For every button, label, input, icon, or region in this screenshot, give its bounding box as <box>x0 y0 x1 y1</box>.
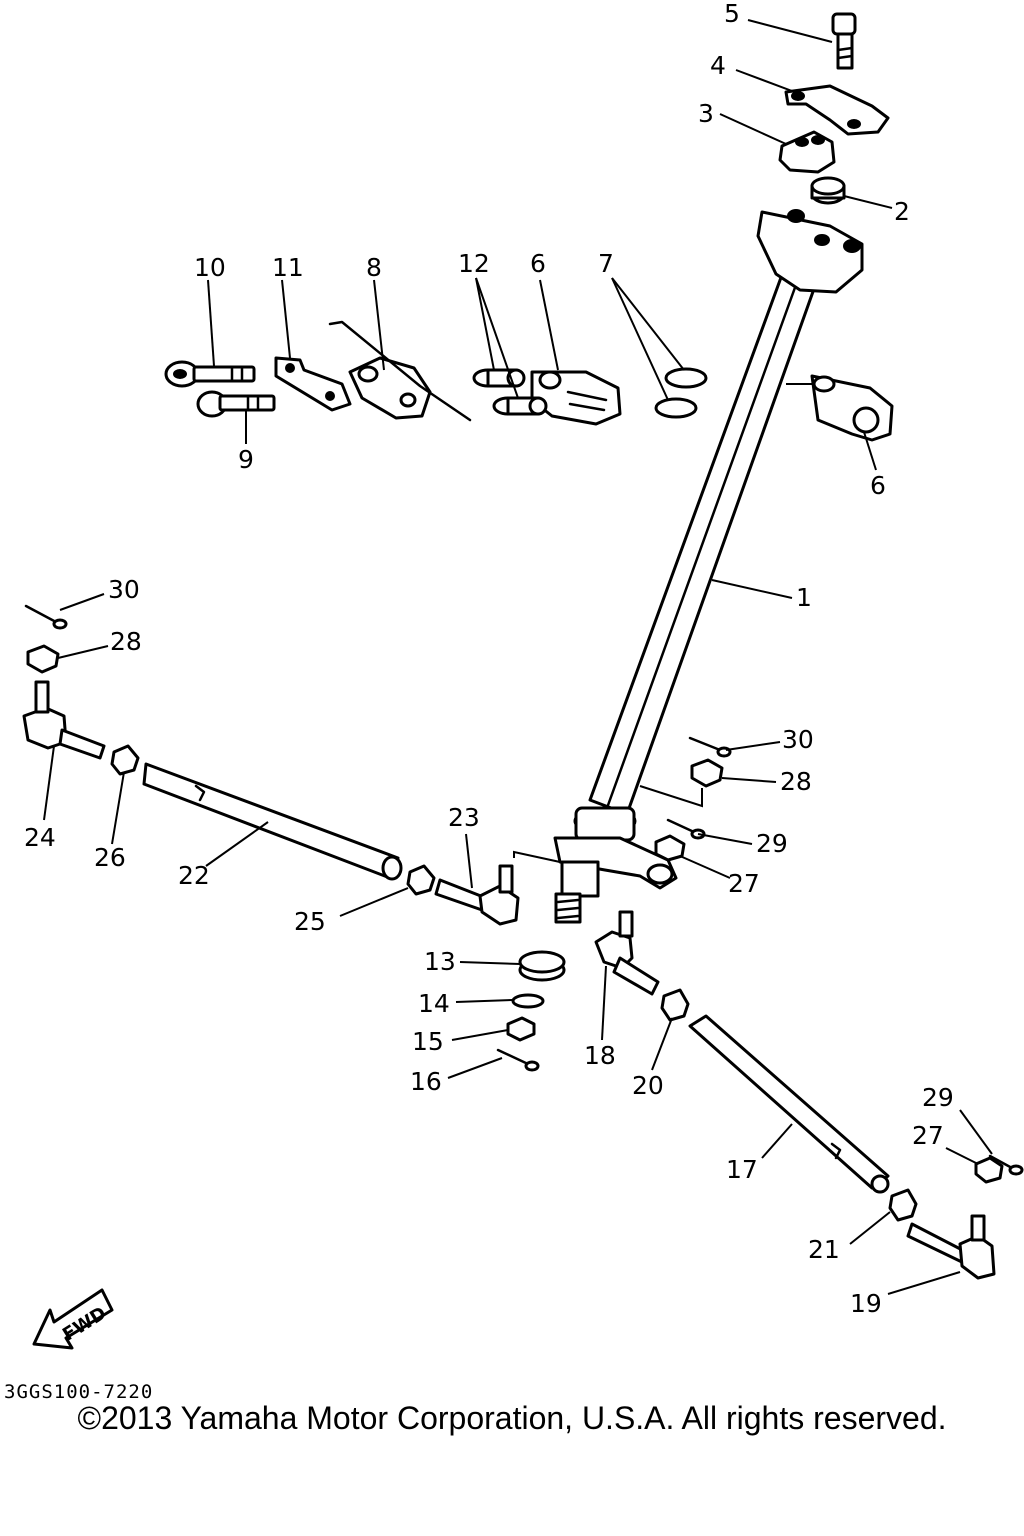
part-4-plate <box>784 84 890 136</box>
callout-9: 9 <box>238 445 254 474</box>
callout-21: 21 <box>808 1235 840 1264</box>
leader-lines <box>43 19 993 1295</box>
callout-25: 25 <box>294 907 326 936</box>
part-20-nut <box>660 988 690 1022</box>
callout-19: 19 <box>850 1289 882 1318</box>
part-10-bolt <box>164 360 256 388</box>
callout-17: 17 <box>726 1155 758 1184</box>
part-29-cotter-pin-upper <box>666 818 706 840</box>
part-26-nut <box>110 744 140 776</box>
callout-10: 10 <box>194 253 226 282</box>
part-14-washer <box>511 993 545 1009</box>
part-16-cotter-pin <box>496 1048 540 1072</box>
callout-15: 15 <box>412 1027 444 1056</box>
part-6-collar-left <box>530 370 622 426</box>
part-17-tie-rod <box>688 1014 890 1194</box>
callout-6-right: 6 <box>870 471 886 500</box>
callout-26: 26 <box>94 843 126 872</box>
callout-4: 4 <box>710 51 726 80</box>
callout-14: 14 <box>418 989 450 1018</box>
callout-28-left: 28 <box>110 627 142 656</box>
part-15-nut <box>506 1016 536 1042</box>
callout-8: 8 <box>366 253 382 282</box>
upper-column-bracket <box>756 209 864 294</box>
callout-6-left: 6 <box>530 249 546 278</box>
callout-16: 16 <box>410 1067 442 1096</box>
part-8-bracket <box>328 320 472 422</box>
part-6-clamp-right <box>810 374 894 442</box>
part-21-nut <box>888 1188 918 1222</box>
part-23-tie-rod-end <box>434 864 520 926</box>
part-28-nut-right <box>690 758 724 788</box>
callout-30-right: 30 <box>782 725 814 754</box>
copyright-notice: ©2013 Yamaha Motor Corporation, U.S.A. A… <box>77 1400 947 1436</box>
callout-2: 2 <box>894 197 910 226</box>
part-7-circlips <box>654 367 708 419</box>
callout-7: 7 <box>598 249 614 278</box>
part-22-tie-rod <box>142 762 403 881</box>
callout-18: 18 <box>584 1041 616 1070</box>
callout-3: 3 <box>698 99 714 128</box>
callout-13: 13 <box>424 947 456 976</box>
part-13-washer <box>518 950 566 982</box>
callout-30-left: 30 <box>108 575 140 604</box>
part-1-steering-shaft <box>553 270 817 924</box>
part-2-cap <box>810 176 846 205</box>
part-24-tie-rod-end <box>22 680 106 760</box>
callout-27-lower: 27 <box>912 1121 944 1150</box>
fwd-arrow-icon: FWD <box>32 1288 114 1350</box>
part-25-nut <box>406 864 436 896</box>
part-28-nut-left <box>26 644 60 674</box>
part-27-nut-lower <box>974 1156 1004 1184</box>
part-9-bolt <box>196 390 276 418</box>
callout-28-right: 28 <box>780 767 812 796</box>
part-19-tie-rod-end <box>906 1214 996 1280</box>
callout-22: 22 <box>178 861 210 890</box>
callout-23: 23 <box>448 803 480 832</box>
callout-5: 5 <box>724 0 740 28</box>
part-30-cotter-pin-right <box>688 736 732 758</box>
part-12-collars <box>472 368 548 416</box>
part-29-cotter-pin-lower <box>988 1154 1024 1176</box>
callout-29-upper: 29 <box>756 829 788 858</box>
callout-27-upper: 27 <box>728 869 760 898</box>
callout-29-lower: 29 <box>922 1083 954 1112</box>
callout-24: 24 <box>24 823 56 852</box>
callout-11: 11 <box>272 253 304 282</box>
part-5-bolt <box>831 12 857 70</box>
part-30-cotter-pin-left <box>24 604 68 630</box>
callout-labels: 5 4 3 2 10 11 8 12 6 7 9 6 1 30 28 24 26… <box>24 0 954 1318</box>
callout-20: 20 <box>632 1071 664 1100</box>
callout-1: 1 <box>796 583 812 612</box>
part-27-nut-upper <box>654 834 686 862</box>
part-18-tie-rod-end <box>594 910 660 996</box>
callout-12: 12 <box>458 249 490 278</box>
part-11-lock-washer <box>274 356 352 412</box>
diagram-code: 3GGS100-7220 <box>4 1381 153 1403</box>
part-3-holder <box>778 130 836 174</box>
